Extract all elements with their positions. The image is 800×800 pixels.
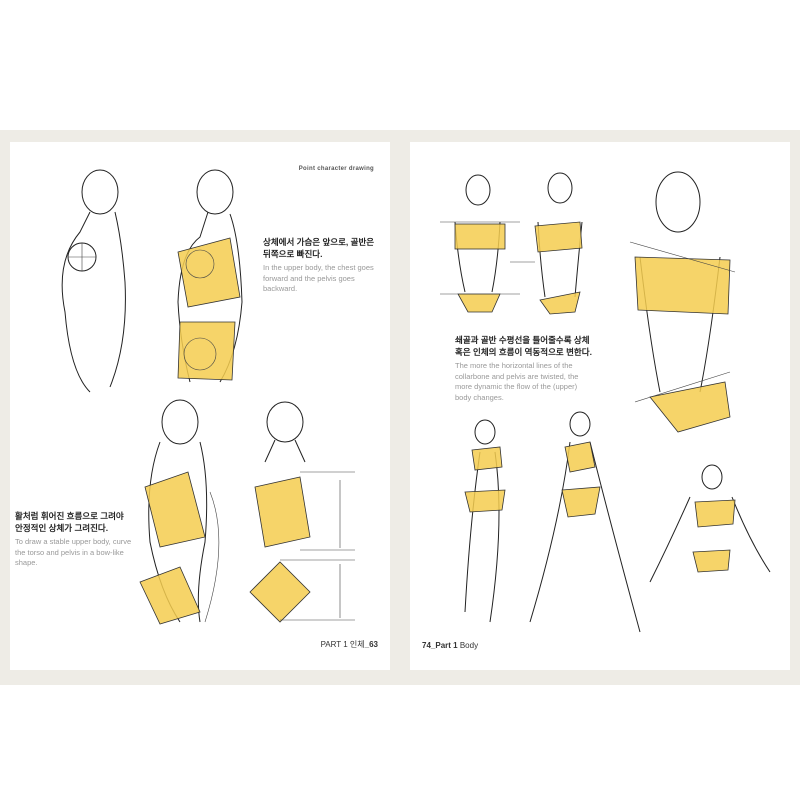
page-number: 74_Part 1 Body: [422, 641, 478, 650]
folio-label: Body: [459, 641, 479, 650]
note-english: The more the horizontal lines of the col…: [455, 361, 579, 402]
note-english: To draw a stable upper body, curve the t…: [15, 537, 132, 567]
note-english: In the upper body, the chest goes forwar…: [263, 263, 374, 293]
chest-box: [254, 476, 311, 548]
left-page: Point character drawing 상체에서 가슴은 앞으로, 골반…: [10, 142, 390, 670]
pelvis-box: [177, 321, 236, 381]
folio-part: Part 1: [435, 641, 458, 650]
note-korean: 상체에서 가슴은 앞으로, 골반은 뒤쪽으로 빠진다.: [263, 237, 375, 259]
note-korean: 활처럼 휘어진 흐름으로 그려야 안정적인 상체가 그려진다.: [15, 511, 124, 533]
pelvis-box: [561, 486, 601, 518]
collarbone-box: [534, 221, 583, 253]
pelvis-box: [464, 489, 506, 513]
chest-box: [564, 441, 596, 473]
pelvis-box: [139, 566, 201, 625]
note-bow-shape: 활처럼 휘어진 흐름으로 그려야 안정적인 상체가 그려진다. To draw …: [15, 510, 133, 569]
chest-box: [177, 237, 241, 308]
chest-box: [471, 446, 503, 471]
chest-box: [144, 471, 206, 548]
folio-number: _63: [364, 640, 378, 649]
pelvis-box: [539, 291, 581, 315]
right-page: 쇄골과 골반 수평선을 틀어줄수록 상체 혹은 인체의 흐름이 역동적으로 변한…: [410, 142, 790, 670]
note-korean: 쇄골과 골반 수평선을 틀어줄수록 상체 혹은 인체의 흐름이 역동적으로 변한…: [455, 335, 592, 357]
folio-part: PART 1 인체: [320, 640, 365, 649]
torso-sketches-left: [61, 169, 355, 625]
folio-number: 74_: [422, 641, 436, 650]
pelvis-box: [649, 381, 731, 433]
page-number: PART 1 인체_63: [321, 639, 378, 650]
pelvis-box: [692, 549, 731, 573]
note-twist: 쇄골과 골반 수평선을 틀어줄수록 상체 혹은 인체의 흐름이 역동적으로 변한…: [455, 334, 595, 403]
running-header: Point character drawing: [298, 166, 374, 172]
pelvis-box: [249, 561, 311, 623]
torso-sketches-right: [440, 171, 771, 633]
note-chest-pelvis: 상체에서 가슴은 앞으로, 골반은 뒤쪽으로 빠진다. In the upper…: [263, 236, 378, 295]
chest-box: [694, 499, 736, 528]
pelvis-box: [457, 293, 501, 313]
collarbone-box: [634, 256, 731, 315]
collarbone-box: [454, 223, 506, 250]
